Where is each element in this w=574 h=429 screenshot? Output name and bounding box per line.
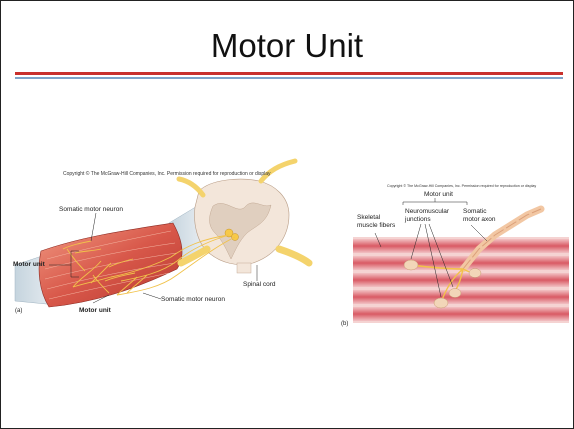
label-axon-line-2: motor axon: [463, 216, 496, 224]
label-motor-unit-bottom: Motor unit: [79, 307, 111, 315]
panel-label-a: (a): [15, 308, 22, 314]
figure-b: [353, 198, 569, 323]
label-somatic-motor-neuron-top: Somatic motor neuron: [59, 206, 123, 214]
label-motor-unit-b: Motor unit: [424, 191, 453, 199]
panel-label-b: (b): [341, 321, 348, 327]
figure-b-copyright: Copyright © The McGraw-Hill Companies, I…: [387, 184, 536, 188]
label-nmj-line-2: junctions: [405, 216, 431, 224]
spinal-cord: [179, 161, 309, 273]
label-axon-line-1: Somatic: [463, 208, 486, 216]
label-spinal-cord: Spinal cord: [243, 281, 276, 289]
label-skeletal-line-1: Skeletal: [357, 214, 380, 222]
muscle-fibers: [353, 239, 569, 321]
label-somatic-motor-neuron-bottom: Somatic motor neuron: [161, 296, 225, 304]
figure-a-copyright: Copyright © The McGraw-Hill Companies, I…: [63, 171, 271, 177]
label-skeletal-line-2: muscle fibers: [357, 222, 395, 230]
label-nmj-line-1: Neuromuscular: [405, 208, 449, 216]
label-motor-unit-left: Motor unit: [13, 261, 45, 269]
